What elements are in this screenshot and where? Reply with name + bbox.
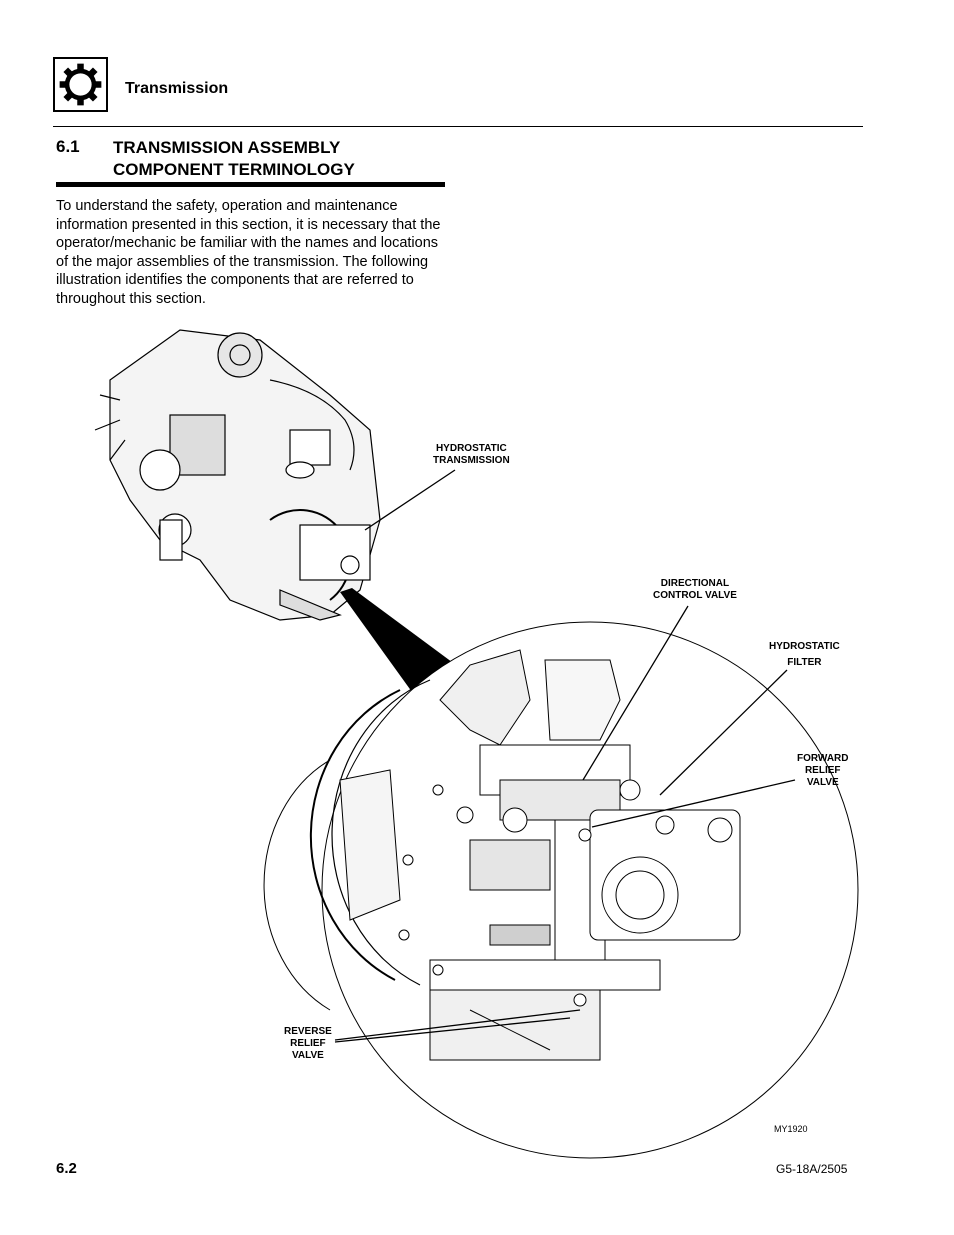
label-hydrostatic-transmission: HYDROSTATIC TRANSMISSION [433, 443, 510, 467]
label-hydrostatic-filter: HYDROSTATIC FILTER [769, 639, 840, 671]
engine-drawing [94, 329, 381, 621]
label-directional-control-valve-text: DIRECTIONAL CONTROL VALVE [653, 578, 737, 601]
label-directional-control-valve: DIRECTIONAL CONTROL VALVE [653, 578, 737, 602]
label-reverse-relief-valve-text: REVERSE RELIEF VALVE [284, 1026, 332, 1061]
detail-circle [263, 621, 859, 1159]
section-title: TRANSMISSION ASSEMBLY COMPONENT TERMINOL… [113, 138, 355, 179]
transmission-illustration [94, 329, 859, 1159]
page-number: 6.2 [56, 1160, 77, 1177]
label-forward-relief-valve-text: FORWARD RELIEF VALVE [797, 753, 849, 788]
title-underline [56, 182, 445, 187]
header-divider [53, 126, 863, 127]
label-forward-relief-valve: FORWARD RELIEF VALVE [797, 753, 848, 789]
header-section-name: Transmission [125, 80, 229, 97]
label-hydrostatic-filter-text: HYDROSTATIC FILTER [769, 641, 840, 668]
figure-id: MY1920 [774, 1124, 808, 1134]
intro-paragraph: To understand the safety, operation and … [56, 198, 441, 307]
label-reverse-relief-valve: REVERSE RELIEF VALVE [284, 1026, 332, 1062]
section-number: 6.1 [56, 137, 80, 156]
label-hydrostatic-transmission-text: HYDROSTATIC TRANSMISSION [433, 443, 510, 466]
leader-lines [334, 469, 796, 1043]
section-gear-icon [53, 57, 108, 112]
transmission-figure: HYDROSTATIC TRANSMISSION DIRECTIONAL CON… [0, 300, 954, 1160]
gear-icon [59, 63, 102, 106]
zoom-wedge [340, 588, 460, 692]
document-code: G5-18A/2505 [776, 1162, 848, 1176]
